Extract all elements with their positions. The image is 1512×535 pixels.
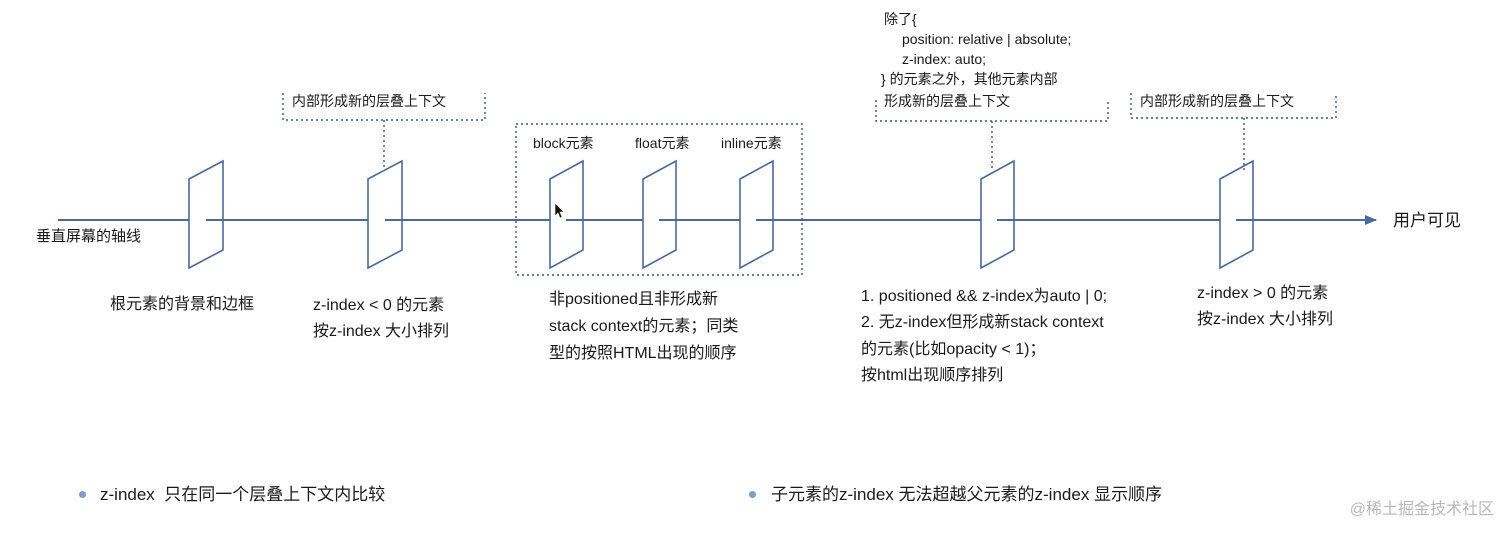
zero-context-line-4: } 的元素之外，其他元素内部: [881, 71, 1058, 87]
axis-right-label: 用户可见: [1393, 211, 1461, 230]
bullet-dot-2: [749, 491, 756, 498]
non-positioned-line-3: 型的按照HTML出现的顺序: [549, 345, 737, 362]
root-plane: [188, 159, 224, 270]
zero-context-line-3: z-index: auto;: [902, 51, 987, 67]
pos-context-note: 内部形成新的层叠上下文: [1140, 93, 1294, 109]
neg-z-plane: [367, 159, 403, 270]
bullet-dot-1: [79, 491, 86, 498]
zero-context-line-5: 形成新的层叠上下文: [884, 93, 1010, 109]
bullet-1: z-index 只在同一个层叠上下文内比较: [100, 485, 386, 504]
float-plane: [642, 159, 677, 270]
block-plane: [549, 159, 584, 270]
zero-context-line-2: position: relative | absolute;: [902, 31, 1072, 47]
cursor-icon: [554, 202, 565, 219]
inline-label: inline元素: [721, 135, 782, 151]
watermark: @稀土掘金技术社区: [1349, 501, 1494, 518]
root-layer-label: 根元素的背景和边框: [110, 296, 255, 313]
neg-z-line-1: z-index < 0 的元素: [313, 297, 445, 314]
zero-z-line-1: 1. positioned && z-index为auto | 0;: [861, 288, 1108, 305]
non-positioned-line-1: 非positioned且非形成新: [549, 291, 718, 308]
neg-z-line-2: 按z-index 大小排列: [313, 323, 450, 340]
zero-context-line-1: 除了{: [884, 11, 917, 27]
zero-z-line-3: 的元素(比如opacity < 1)；: [861, 341, 1046, 358]
float-label: float元素: [635, 135, 690, 151]
block-label: block元素: [533, 135, 594, 151]
axis-left-label: 垂直屏幕的轴线: [36, 228, 142, 245]
pos-z-plane: [1219, 159, 1254, 270]
non-positioned-line-2: stack context的元素；同类: [549, 318, 739, 335]
bullet-2: 子元素的z-index 无法超越父元素的z-index 显示顺序: [771, 485, 1163, 504]
neg-context-note: 内部形成新的层叠上下文: [292, 93, 446, 109]
non-positioned-box: [515, 123, 803, 276]
inline-plane: [739, 159, 774, 270]
zero-z-line-2: 2. 无z-index但形成新stack context: [861, 314, 1104, 331]
zero-z-line-4: 按html出现顺序排列: [861, 367, 1004, 384]
pos-z-line-1: z-index > 0 的元素: [1197, 285, 1329, 302]
pos-z-line-2: 按z-index 大小排列: [1197, 311, 1334, 328]
zero-z-plane: [980, 159, 1015, 270]
